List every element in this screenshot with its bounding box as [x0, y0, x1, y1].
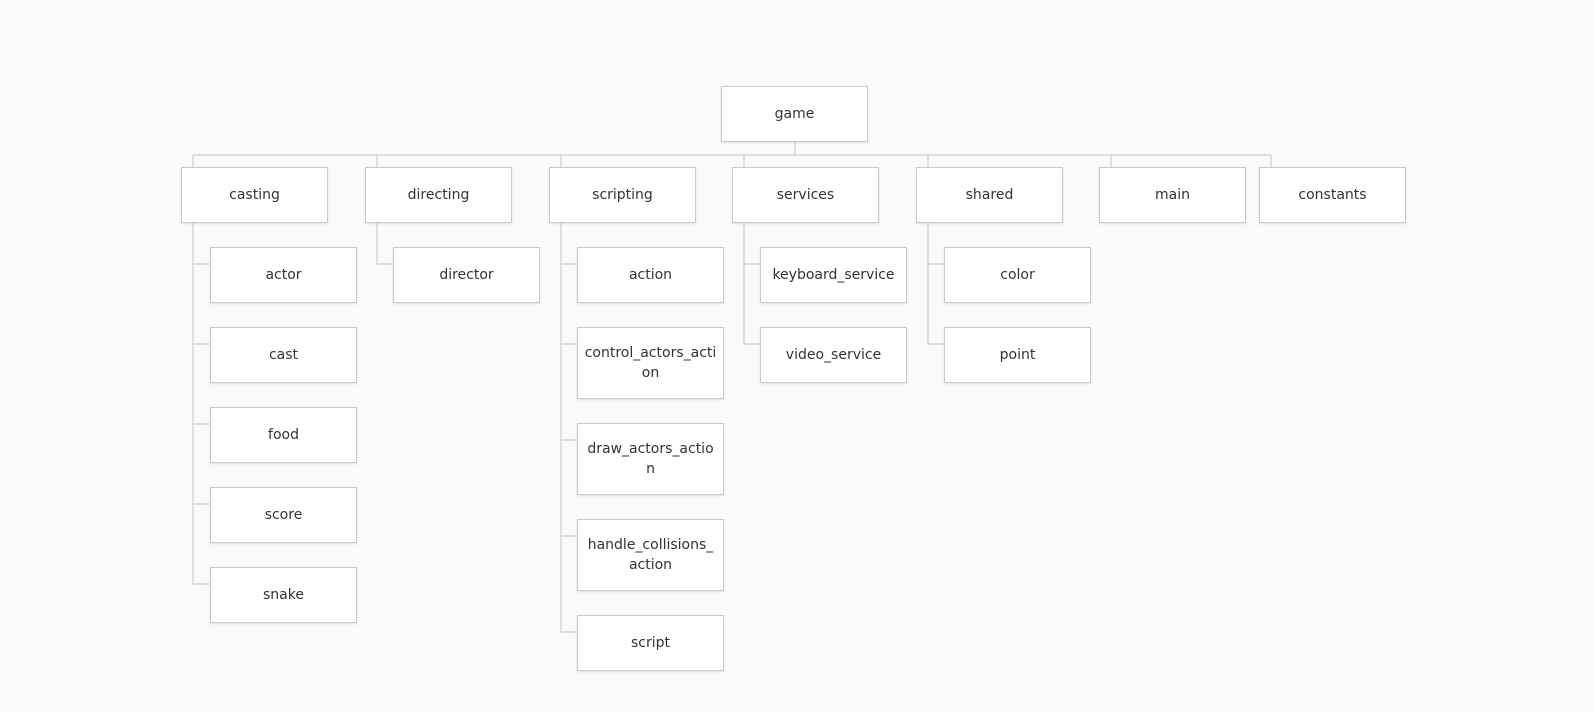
node-label: services: [776, 187, 835, 203]
node-snake[interactable]: snake: [210, 567, 357, 623]
node-label: director: [439, 267, 494, 283]
node-action[interactable]: action: [577, 247, 724, 303]
node-services[interactable]: services: [732, 167, 879, 223]
node-script[interactable]: script: [577, 615, 724, 671]
node-actor[interactable]: actor: [210, 247, 357, 303]
node-director[interactable]: director: [393, 247, 540, 303]
node-label: video_service: [785, 347, 882, 363]
node-directing[interactable]: directing: [365, 167, 512, 223]
node-control_actors_action[interactable]: control_actors_action: [577, 327, 724, 399]
node-label: snake: [263, 587, 304, 603]
node-label: point: [999, 347, 1036, 363]
node-label: control_actors_action: [584, 345, 717, 381]
node-label: draw_actors_action: [587, 441, 714, 477]
node-constants[interactable]: constants: [1259, 167, 1406, 223]
node-color[interactable]: color: [944, 247, 1091, 303]
node-label: actor: [265, 267, 302, 283]
node-label: cast: [268, 347, 299, 363]
node-draw_actors_action[interactable]: draw_actors_action: [577, 423, 724, 495]
node-label: handle_collisions_action: [587, 537, 714, 573]
node-label: casting: [229, 187, 280, 203]
node-label: keyboard_service: [772, 267, 895, 283]
node-label: food: [268, 427, 299, 443]
node-label: game: [774, 106, 815, 122]
node-game[interactable]: game: [721, 86, 868, 142]
node-point[interactable]: point: [944, 327, 1091, 383]
node-label: shared: [965, 187, 1014, 203]
node-label: directing: [407, 187, 470, 203]
node-food[interactable]: food: [210, 407, 357, 463]
node-casting[interactable]: casting: [181, 167, 328, 223]
node-video_service[interactable]: video_service: [760, 327, 907, 383]
node-cast[interactable]: cast: [210, 327, 357, 383]
node-label: constants: [1298, 187, 1367, 203]
node-label: score: [264, 507, 303, 523]
node-main[interactable]: main: [1099, 167, 1246, 223]
node-scripting[interactable]: scripting: [549, 167, 696, 223]
node-label: color: [1000, 267, 1035, 283]
node-shared[interactable]: shared: [916, 167, 1063, 223]
node-keyboard_service[interactable]: keyboard_service: [760, 247, 907, 303]
node-label: script: [630, 635, 670, 651]
node-label: main: [1155, 187, 1190, 203]
node-label: scripting: [592, 187, 653, 203]
node-handle_collisions_action[interactable]: handle_collisions_action: [577, 519, 724, 591]
node-label: action: [628, 267, 673, 283]
node-score[interactable]: score: [210, 487, 357, 543]
